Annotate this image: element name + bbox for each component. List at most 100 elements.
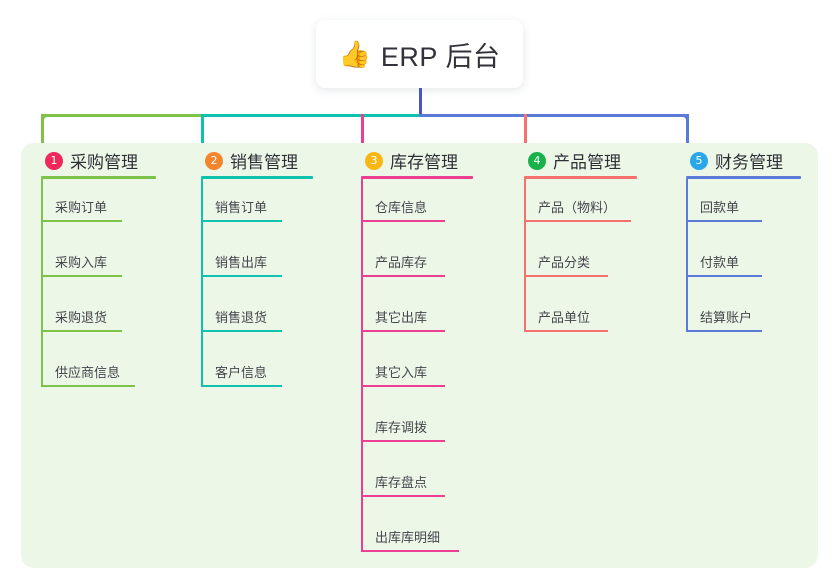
leaf-item[interactable]: 库存盘点 [361, 461, 445, 497]
branch-drop-line-3 [361, 114, 364, 150]
bus-segment-green [41, 114, 201, 117]
column-number-badge-1: 1 [45, 151, 63, 170]
leaf-item-label: 采购入库 [55, 255, 108, 270]
column-number-badge-2: 2 [205, 151, 223, 170]
column-underline-4 [524, 176, 637, 179]
leaf-item-label: 产品分类 [538, 255, 591, 270]
leaf-item[interactable]: 产品（物料） [524, 186, 631, 222]
leaf-item[interactable]: 其它出库 [361, 296, 445, 332]
leaf-item-label: 产品（物料） [538, 200, 617, 215]
leaf-item-underline [361, 220, 445, 222]
leaf-item[interactable]: 库存调拨 [361, 406, 445, 442]
leaf-item-underline [686, 330, 762, 332]
leaf-item-label: 销售订单 [215, 200, 268, 215]
leaf-item-label: 出库库明细 [375, 530, 441, 545]
leaf-item-label: 库存调拨 [375, 420, 428, 435]
leaf-item-underline [361, 495, 445, 497]
leaf-item-underline [201, 385, 282, 387]
column-header-2[interactable]: 2 销售管理 [205, 148, 298, 173]
column-title-4: 产品管理 [553, 153, 621, 172]
leaf-item-underline [361, 550, 459, 552]
leaf-item-label: 销售退货 [215, 310, 268, 325]
leaf-item-label: 结算账户 [700, 310, 753, 325]
leaf-item-underline [361, 385, 445, 387]
branch-drop-line-1 [41, 114, 44, 150]
leaf-item-label: 回款单 [700, 200, 740, 215]
root-node-card[interactable]: 👍 ERP 后台 [316, 20, 523, 88]
leaf-item[interactable]: 采购退货 [41, 296, 122, 332]
column-title-3: 库存管理 [390, 153, 458, 172]
leaf-item-underline [686, 220, 762, 222]
leaf-item-label: 供应商信息 [55, 365, 121, 380]
leaf-item[interactable]: 采购入库 [41, 241, 122, 277]
leaf-item[interactable]: 销售出库 [201, 241, 282, 277]
leaf-item-underline [201, 275, 282, 277]
column-header-1[interactable]: 1 采购管理 [45, 148, 138, 173]
branch-drop-line-4 [524, 114, 527, 150]
column-spine-2 [201, 179, 203, 387]
column-header-5[interactable]: 5 财务管理 [690, 148, 783, 173]
leaf-item-underline [686, 275, 762, 277]
leaf-item-underline [41, 275, 122, 277]
leaf-item-underline [41, 385, 135, 387]
leaf-item-underline [361, 330, 445, 332]
leaf-item-underline [201, 220, 282, 222]
leaf-item[interactable]: 销售退货 [201, 296, 282, 332]
column-underline-3 [361, 176, 473, 179]
column-number-badge-3: 3 [365, 151, 383, 170]
column-number-badge-5: 5 [690, 151, 708, 170]
leaf-item[interactable]: 结算账户 [686, 296, 762, 332]
leaf-item[interactable]: 产品库存 [361, 241, 445, 277]
leaf-item-label: 客户信息 [215, 365, 268, 380]
leaf-item-underline [524, 275, 608, 277]
leaf-item[interactable]: 其它入库 [361, 351, 445, 387]
leaf-item-underline [361, 440, 445, 442]
branch-drop-line-5 [686, 114, 689, 150]
column-title-2: 销售管理 [230, 153, 298, 172]
leaf-item-underline [41, 220, 122, 222]
root-node-title: ERP 后台 [380, 41, 501, 72]
leaf-item-label: 其它出库 [375, 310, 428, 325]
leaf-item-underline [41, 330, 122, 332]
branch-drop-line-2 [201, 114, 204, 150]
leaf-item[interactable]: 产品单位 [524, 296, 608, 332]
leaf-item-label: 采购退货 [55, 310, 108, 325]
leaf-item[interactable]: 销售订单 [201, 186, 282, 222]
leaf-item[interactable]: 付款单 [686, 241, 762, 277]
leaf-item[interactable]: 产品分类 [524, 241, 608, 277]
thumbs-up-icon: 👍 [338, 39, 371, 69]
leaf-item[interactable]: 仓库信息 [361, 186, 445, 222]
bus-segment-teal [201, 114, 422, 117]
column-number-badge-4: 4 [528, 151, 546, 170]
leaf-item-underline [524, 220, 631, 222]
leaf-item[interactable]: 出库库明细 [361, 516, 459, 552]
bus-segment-blue [419, 114, 689, 117]
leaf-item[interactable]: 回款单 [686, 186, 762, 222]
column-spine-5 [686, 179, 688, 332]
leaf-item[interactable]: 供应商信息 [41, 351, 135, 387]
column-underline-2 [201, 176, 313, 179]
leaf-item-label: 付款单 [700, 255, 740, 270]
leaf-item-label: 库存盘点 [375, 475, 428, 490]
column-spine-4 [524, 179, 526, 332]
leaf-item[interactable]: 客户信息 [201, 351, 282, 387]
column-underline-1 [41, 176, 156, 179]
leaf-item-underline [524, 330, 608, 332]
column-title-1: 采购管理 [70, 153, 138, 172]
column-header-4[interactable]: 4 产品管理 [528, 148, 621, 173]
column-underline-5 [686, 176, 801, 179]
column-spine-3 [361, 179, 363, 552]
mindmap-panel: 1 采购管理采购订单采购入库采购退货供应商信息 2 销售管理销售订单销售出库销售退货客… [21, 143, 818, 568]
leaf-item-label: 产品单位 [538, 310, 591, 325]
leaf-item-underline [201, 330, 282, 332]
column-spine-1 [41, 179, 43, 387]
leaf-item[interactable]: 采购订单 [41, 186, 122, 222]
stem-vertical-line [419, 88, 422, 116]
column-header-3[interactable]: 3 库存管理 [365, 148, 458, 173]
leaf-item-label: 产品库存 [375, 255, 428, 270]
leaf-item-label: 其它入库 [375, 365, 428, 380]
leaf-item-label: 仓库信息 [375, 200, 428, 215]
leaf-item-label: 采购订单 [55, 200, 108, 215]
column-title-5: 财务管理 [715, 153, 783, 172]
leaf-item-underline [361, 275, 445, 277]
